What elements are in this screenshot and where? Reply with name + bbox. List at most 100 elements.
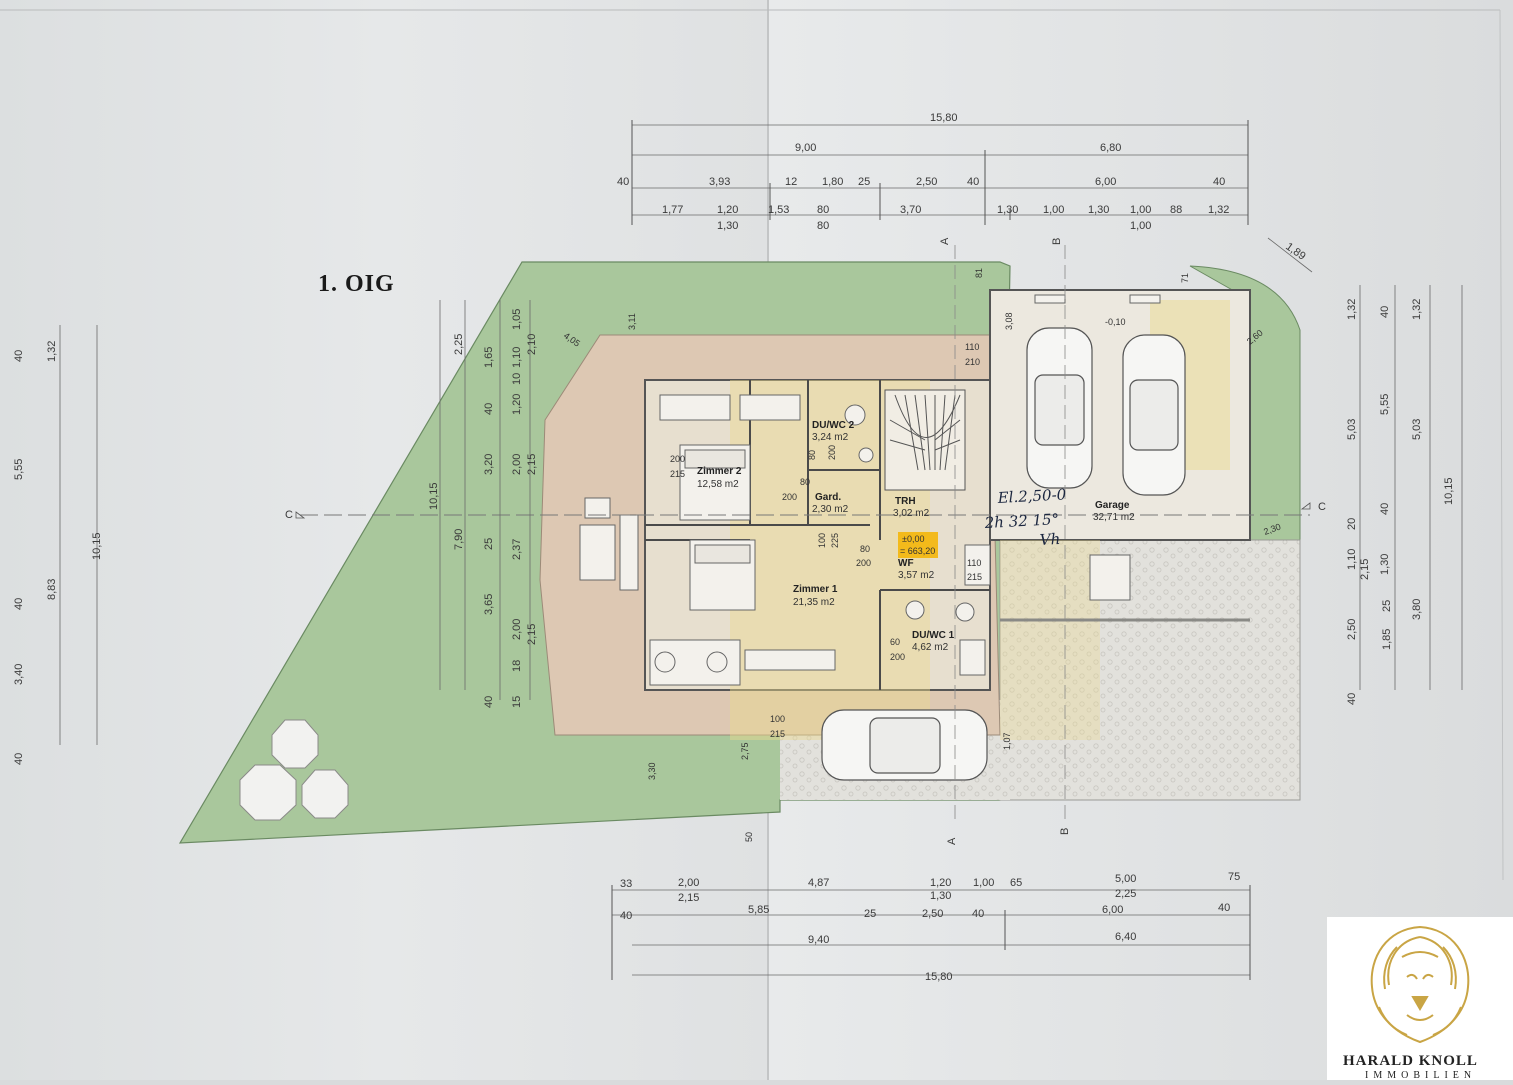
svg-text:1,30: 1,30 bbox=[1379, 554, 1391, 575]
dim-top-row3-0: 40 bbox=[617, 176, 629, 188]
svg-text:10,15: 10,15 bbox=[428, 482, 440, 510]
dim-top-row3-2: 12 bbox=[785, 176, 797, 188]
dim-top-row4-9: 88 bbox=[1170, 204, 1182, 216]
dim-top-row4b-2: 1,00 bbox=[1130, 220, 1151, 232]
room-zimmer1-name: Zimmer 1 bbox=[793, 584, 838, 595]
svg-text:200: 200 bbox=[670, 454, 685, 464]
svg-text:215: 215 bbox=[670, 469, 685, 479]
logo-sub: IMMOBILIEN bbox=[1365, 1070, 1476, 1080]
dim-top-row4-10: 1,32 bbox=[1208, 204, 1229, 216]
svg-text:215: 215 bbox=[967, 572, 982, 582]
dim-bot-row3-1: 6,40 bbox=[1115, 931, 1136, 943]
dim-bot-row2-1: 5,85 bbox=[748, 904, 769, 916]
svg-text:2,37: 2,37 bbox=[511, 539, 523, 560]
section-markers: C C A B A B bbox=[285, 237, 1326, 845]
plan-title: 1. OIG bbox=[318, 271, 395, 297]
dim-top-row4b-0: 1,30 bbox=[717, 220, 738, 232]
svg-text:200: 200 bbox=[782, 492, 797, 502]
svg-text:1,32: 1,32 bbox=[46, 341, 58, 362]
svg-text:B: B bbox=[1059, 828, 1071, 835]
svg-text:3,80: 3,80 bbox=[1411, 599, 1423, 620]
dim-bot-row1-6: 5,00 bbox=[1115, 873, 1136, 885]
svg-text:3,65: 3,65 bbox=[483, 594, 495, 615]
svg-text:200: 200 bbox=[856, 558, 871, 568]
svg-text:C: C bbox=[1318, 501, 1326, 513]
svg-text:1,05: 1,05 bbox=[511, 309, 523, 330]
dim-top-row4-1: 1,20 bbox=[717, 204, 738, 216]
svg-text:1,10: 1,10 bbox=[1346, 549, 1358, 570]
svg-text:215: 215 bbox=[770, 729, 785, 739]
svg-text:1,07: 1,07 bbox=[1002, 732, 1012, 750]
svg-text:1,32: 1,32 bbox=[1411, 299, 1423, 320]
dim-bot-row2-5: 6,00 bbox=[1102, 904, 1123, 916]
svg-text:80: 80 bbox=[807, 450, 817, 460]
level-abs: = 663,20 bbox=[900, 546, 935, 556]
svg-text:40: 40 bbox=[1379, 503, 1391, 515]
company-logo: HARALD KNOLL IMMOBILIEN bbox=[1327, 917, 1513, 1081]
door-labels: 200 215 80 200 110 210 100 225 80 200 11… bbox=[670, 342, 982, 739]
dim-bot-row1b-1: 1,30 bbox=[930, 890, 951, 902]
dim-bot-row1b-0: 2,15 bbox=[678, 892, 699, 904]
logo-name: HARALD KNOLL bbox=[1343, 1053, 1478, 1069]
svg-text:5,55: 5,55 bbox=[1379, 394, 1391, 415]
svg-text:60: 60 bbox=[890, 637, 900, 647]
dim-bot-row2-2: 25 bbox=[864, 908, 876, 920]
svg-text:20: 20 bbox=[1346, 518, 1358, 530]
dim-bot-row3-0: 9,40 bbox=[808, 934, 829, 946]
dim-top-row2-a: 9,00 bbox=[795, 142, 816, 154]
dim-bot-row2-4: 40 bbox=[972, 908, 984, 920]
dim-bot-row2-3: 2,50 bbox=[922, 908, 943, 920]
svg-text:2,75: 2,75 bbox=[740, 742, 750, 760]
garage-level: -0,10 bbox=[1105, 317, 1126, 327]
room-duwc1-area: 4,62 m2 bbox=[912, 642, 949, 653]
svg-text:2,00: 2,00 bbox=[511, 619, 523, 640]
svg-text:10: 10 bbox=[511, 373, 523, 385]
lion-logo-icon bbox=[1370, 925, 1470, 1044]
svg-text:A: A bbox=[946, 837, 958, 845]
svg-text:210: 210 bbox=[965, 357, 980, 367]
room-gard-name: Gard. bbox=[815, 492, 841, 503]
svg-text:40: 40 bbox=[483, 403, 495, 415]
dim-top-row2-b: 6,80 bbox=[1100, 142, 1121, 154]
dim-top-row3-4: 25 bbox=[858, 176, 870, 188]
svg-text:7,90: 7,90 bbox=[453, 529, 465, 550]
dim-bot-row2-0: 40 bbox=[620, 910, 632, 922]
dim-bot-row2-6: 40 bbox=[1218, 902, 1230, 914]
svg-text:25: 25 bbox=[483, 538, 495, 550]
dim-bot-row1-0: 33 bbox=[620, 878, 632, 890]
svg-text:B: B bbox=[1051, 238, 1063, 245]
svg-text:2,15: 2,15 bbox=[526, 454, 538, 475]
svg-text:25: 25 bbox=[1381, 600, 1393, 612]
room-trh-area: 3,02 m2 bbox=[893, 508, 930, 519]
svg-text:225: 225 bbox=[830, 533, 840, 548]
svg-text:El.2,50-0: El.2,50-0 bbox=[996, 485, 1067, 507]
svg-text:2,10: 2,10 bbox=[526, 334, 538, 355]
svg-text:80: 80 bbox=[800, 477, 810, 487]
room-garage-name: Garage bbox=[1095, 500, 1130, 511]
dim-top-row3-8: 40 bbox=[1213, 176, 1225, 188]
svg-text:1,85: 1,85 bbox=[1381, 629, 1393, 650]
right-dims: 1,32 5,03 20 1,10 25 2,50 1,85 40 2,15 4… bbox=[1346, 299, 1455, 705]
svg-text:1,10: 1,10 bbox=[511, 347, 523, 368]
room-duwc2-name: DU/WC 2 bbox=[812, 420, 855, 431]
furniture bbox=[579, 294, 1161, 686]
dim-bot-row1-4: 1,00 bbox=[973, 877, 994, 889]
svg-text:50: 50 bbox=[744, 832, 754, 842]
svg-text:81: 81 bbox=[974, 268, 984, 278]
site-plot bbox=[178, 245, 1310, 844]
dim-top-row3-7: 6,00 bbox=[1095, 176, 1116, 188]
room-zimmer2-name: Zimmer 2 bbox=[697, 466, 742, 477]
dim-top-row3-1: 3,93 bbox=[709, 176, 730, 188]
dim-top-row4b-1: 80 bbox=[817, 220, 829, 232]
room-labels: Zimmer 2 12,58 m2 DU/WC 2 3,24 m2 Gard. … bbox=[697, 420, 1135, 653]
svg-text:2,15: 2,15 bbox=[526, 624, 538, 645]
dim-bot-row1-5: 65 bbox=[1010, 877, 1022, 889]
dim-top-row4-4: 3,70 bbox=[900, 204, 921, 216]
dim-top-row4-0: 1,77 bbox=[662, 204, 683, 216]
svg-text:100: 100 bbox=[770, 714, 785, 724]
svg-text:2,15: 2,15 bbox=[1359, 559, 1371, 580]
svg-text:1,20: 1,20 bbox=[511, 394, 523, 415]
dim-bot-overall: 15,80 bbox=[925, 971, 953, 983]
room-zimmer2-area: 12,58 m2 bbox=[697, 479, 739, 490]
